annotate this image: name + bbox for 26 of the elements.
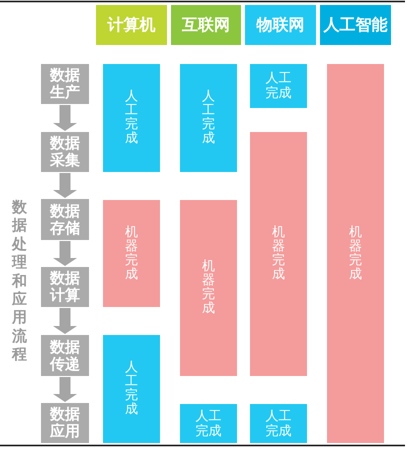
- stage-bar: 人工完成: [103, 335, 160, 443]
- column-header: 互联网: [171, 5, 241, 45]
- arrow: [53, 241, 77, 266]
- arrow: [53, 308, 77, 334]
- stage-bar: 人工完成: [250, 404, 307, 443]
- column-header: 人工智能: [320, 5, 391, 45]
- stage-bar: 机器完成: [103, 200, 160, 307]
- column-header: 物联网: [245, 5, 316, 45]
- step-box: 数据采集: [41, 132, 89, 172]
- arrow: [53, 377, 77, 402]
- stage-bar: 人工完成: [250, 64, 307, 108]
- stage-bar: 人工完成: [180, 404, 237, 443]
- stage-bar: 人工完成: [180, 64, 237, 172]
- step-box: 数据生产: [41, 64, 89, 104]
- step-box: 数据应用: [41, 403, 89, 443]
- step-box: 数据存储: [41, 199, 89, 240]
- stage-bar: 机器完成: [180, 200, 237, 376]
- stage-bar: 人工完成: [103, 64, 160, 172]
- side-label: 数据处理和应用流程: [12, 198, 27, 364]
- step-box: 数据传递: [41, 335, 89, 376]
- stage-bar: 机器完成: [327, 64, 384, 443]
- column-header: 计算机: [96, 5, 167, 45]
- step-box: 数据计算: [41, 267, 89, 307]
- arrow: [53, 105, 77, 131]
- arrow: [53, 173, 77, 198]
- stage-bar: 机器完成: [250, 132, 307, 376]
